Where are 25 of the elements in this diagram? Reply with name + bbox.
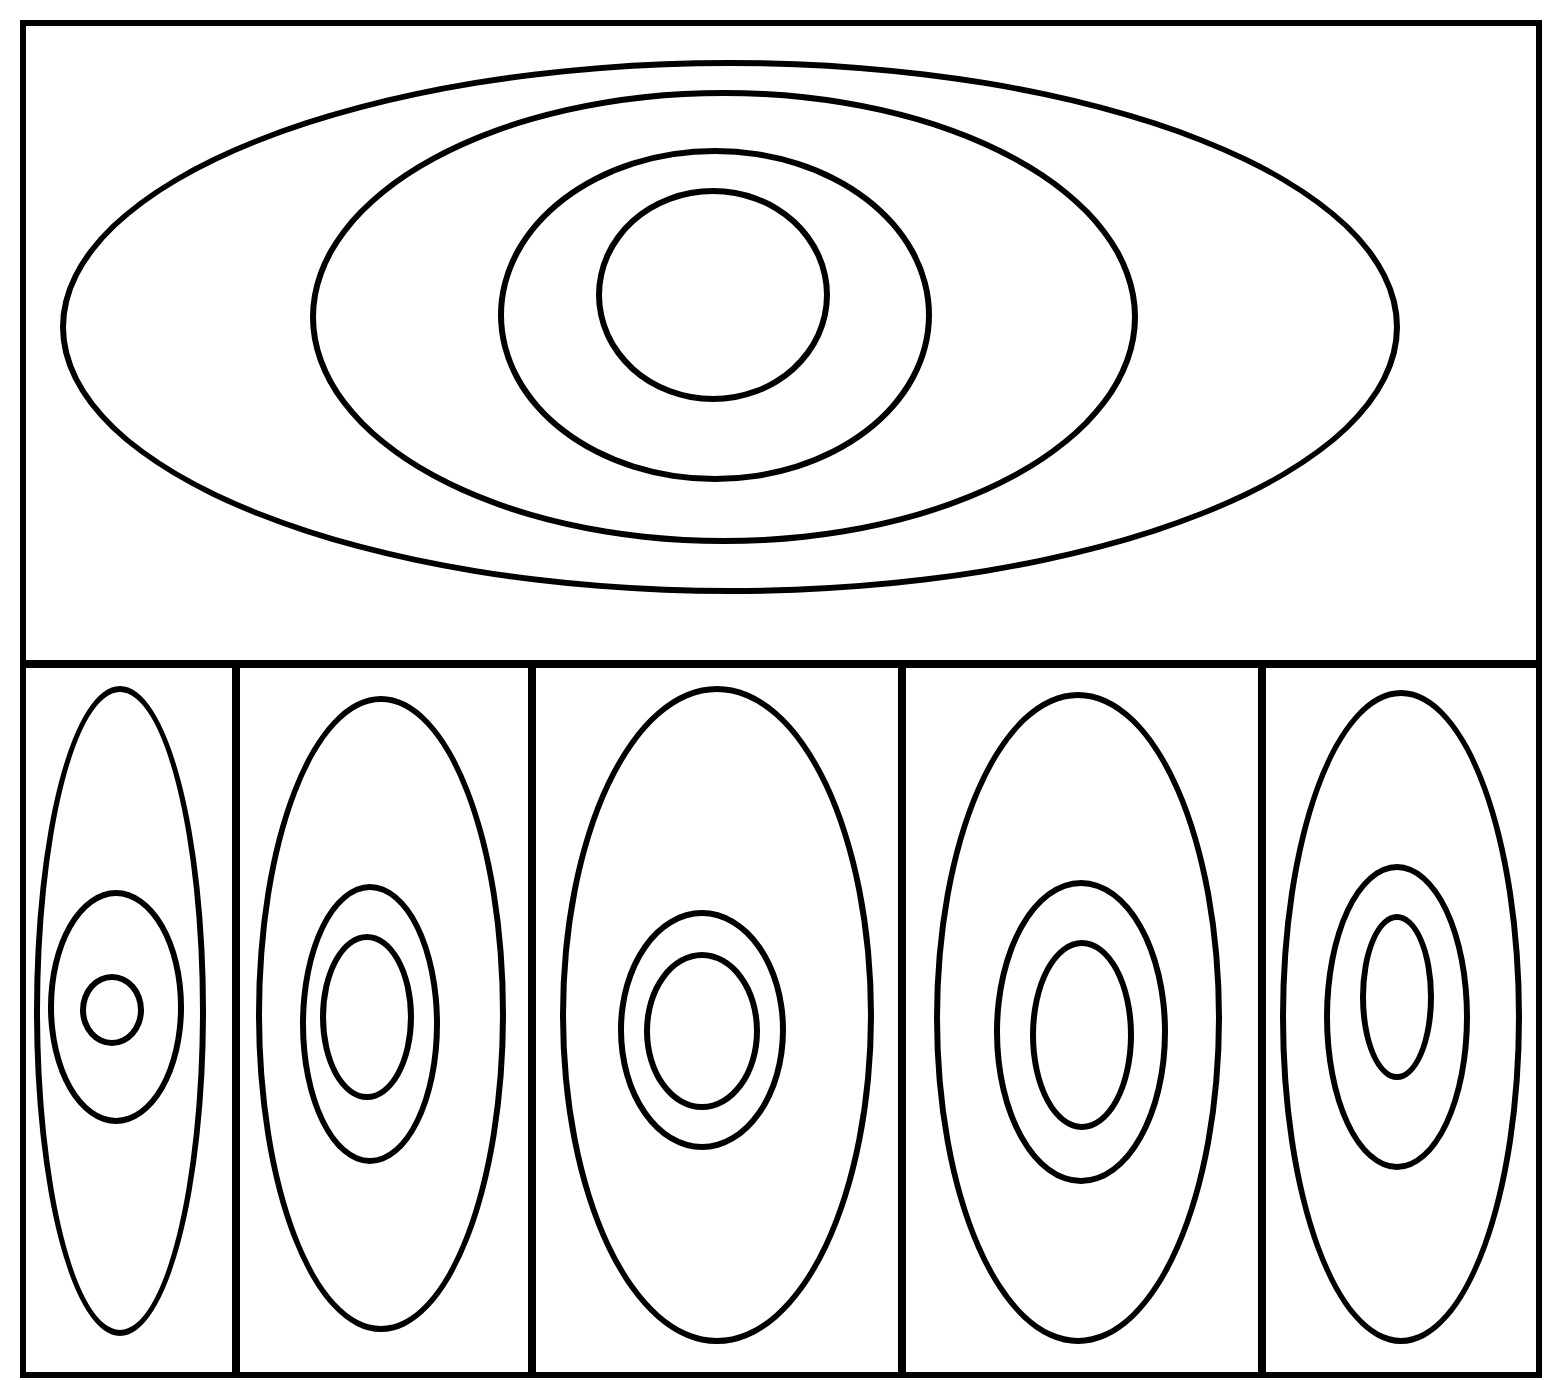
ellipse-outline (1030, 940, 1134, 1130)
panel-frame (900, 662, 1264, 1378)
ellipse-outline (618, 910, 786, 1150)
panel-frame (1260, 662, 1542, 1378)
ellipse-outline (560, 686, 874, 1344)
panel-frame (234, 662, 534, 1378)
ellipse-outline (310, 90, 1138, 544)
ellipse-outline (1324, 864, 1470, 1170)
ellipse-outline (644, 952, 760, 1110)
ellipse-outline (256, 696, 506, 1332)
ellipse-outline (48, 890, 184, 1124)
ellipse-outline (1280, 690, 1522, 1344)
ellipse-outline (934, 692, 1222, 1344)
panel-frame (530, 662, 904, 1378)
ellipse-outline (300, 884, 440, 1164)
ellipse-outline (60, 60, 1400, 594)
ellipse-outline (994, 880, 1168, 1184)
ellipse-outline (34, 686, 206, 1336)
ellipse-outline (596, 188, 830, 402)
ellipse-outline (498, 148, 932, 482)
panel-frame (20, 662, 238, 1378)
ellipse-outline (80, 974, 144, 1046)
ellipse-outline (1360, 914, 1434, 1080)
panel-frame (20, 20, 1542, 666)
ellipse-outline (320, 934, 414, 1100)
